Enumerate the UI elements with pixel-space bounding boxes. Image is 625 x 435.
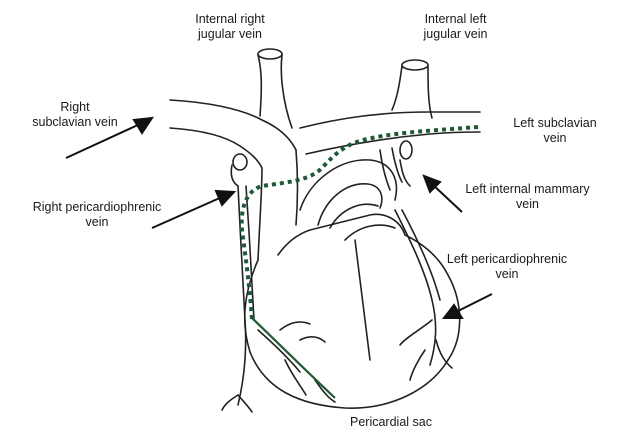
arrow-left-pericardiophrenic bbox=[456, 294, 492, 312]
label-left-pericardiophrenic: Left pericardiophrenic vein bbox=[432, 252, 582, 282]
catheter-solid-path bbox=[252, 318, 335, 398]
right-jugular-vessel bbox=[258, 55, 261, 116]
label-internal-left-jugular: Internal left jugular vein bbox=[398, 12, 513, 42]
label-right-subclavian: Right subclavian vein bbox=[15, 100, 135, 130]
left-subclavian-vessel bbox=[300, 112, 480, 128]
label-left-internal-mammary: Left internal mammary vein bbox=[455, 182, 600, 212]
left-jugular-vessel bbox=[392, 66, 402, 110]
right-pericardiophrenic-vessel bbox=[238, 186, 246, 405]
label-left-subclavian: Left subclavian vein bbox=[500, 116, 610, 146]
superior-vena-cava bbox=[258, 168, 262, 260]
left-pericardiophrenic-vessel bbox=[395, 210, 436, 365]
catheter-dotted-path bbox=[242, 127, 478, 320]
label-pericardial-sac: Pericardial sac bbox=[350, 415, 432, 430]
label-internal-right-jugular: Internal right jugular vein bbox=[170, 12, 290, 42]
label-right-pericardiophrenic: Right pericardiophrenic vein bbox=[22, 200, 172, 230]
